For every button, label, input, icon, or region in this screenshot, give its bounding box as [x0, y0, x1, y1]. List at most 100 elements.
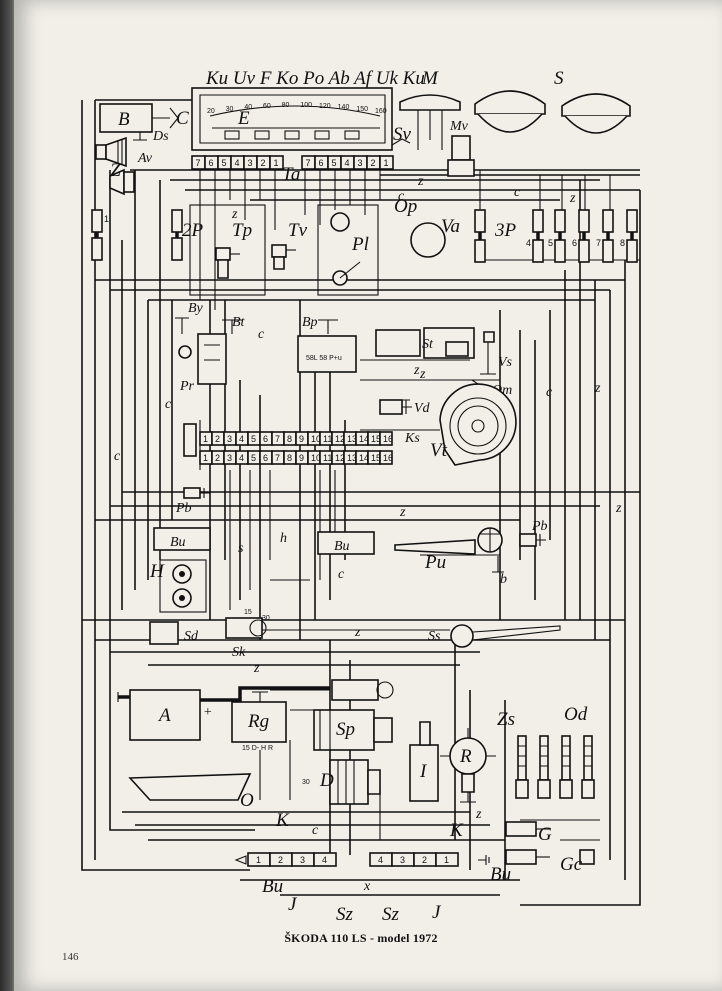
- terminal-number: 14: [359, 434, 369, 444]
- lamp-number: 5: [548, 238, 553, 248]
- gauge-tick-label: 60: [263, 103, 271, 110]
- label-Av: Av: [137, 151, 153, 166]
- gauge-tick-label: 30: [226, 106, 234, 113]
- component-Bu-mid-right: Bu: [317, 531, 375, 555]
- component-S-headlights: S: [474, 68, 631, 134]
- svg-text:z: z: [615, 501, 622, 516]
- svg-text:30: 30: [302, 779, 310, 786]
- component-Vd: Vd: [379, 399, 431, 416]
- terminal-number: 1: [203, 453, 208, 463]
- gauge-tick-label: 160: [375, 108, 387, 115]
- terminal-number: 16: [383, 453, 393, 463]
- svg-text:H: H: [149, 561, 165, 582]
- spark-plug-base: [515, 779, 529, 799]
- lamp-socket: [532, 239, 544, 263]
- lamp-1-left: 1: [91, 209, 109, 261]
- svg-text:1: 1: [104, 214, 109, 224]
- terminal-number: 4: [378, 855, 383, 865]
- terminal-number: 1: [384, 158, 389, 168]
- label-K-right: K: [449, 820, 464, 841]
- spark-plugs: [515, 735, 595, 799]
- book-spine-shadow: [0, 0, 16, 991]
- label-K-left: K: [275, 810, 290, 831]
- terminal-number: 3: [300, 855, 305, 865]
- svg-text:Ks: Ks: [404, 431, 420, 446]
- terminal-cell: [269, 155, 284, 170]
- lamp-socket: [578, 239, 590, 263]
- terminal-number: 13: [347, 434, 357, 444]
- svg-text:c: c: [338, 567, 345, 582]
- svg-text:z: z: [475, 807, 482, 822]
- gauge-tick-label: 140: [338, 104, 350, 111]
- svg-text:x: x: [363, 879, 371, 894]
- terminal-number: 14: [359, 453, 369, 463]
- terminal-number: 7: [306, 158, 311, 168]
- svg-text:c: c: [165, 397, 172, 412]
- terminal-number: 15: [371, 434, 381, 444]
- lamp-socket: [626, 239, 638, 263]
- component-H: H: [149, 559, 207, 613]
- svg-text:+: +: [203, 705, 212, 720]
- spark-plug-ribs: [518, 745, 526, 767]
- label-O: O: [240, 790, 254, 811]
- label-Sv: Sv: [393, 124, 412, 145]
- svg-text:z: z: [569, 191, 576, 206]
- svg-text:s: s: [238, 541, 244, 556]
- svg-text:30: 30: [262, 615, 270, 622]
- gauge-tick-label: 40: [244, 104, 252, 111]
- component-R: R: [440, 728, 496, 803]
- terminal-cell: [313, 852, 337, 867]
- label-Ds: Ds: [152, 129, 169, 144]
- svg-text:c: c: [546, 385, 553, 400]
- spark-plug: [517, 735, 527, 781]
- terminal-number: 1: [256, 855, 261, 865]
- svg-text:z: z: [231, 207, 238, 222]
- lamp-socket: [474, 239, 486, 263]
- component-Sd: Sd: [149, 621, 199, 645]
- terminal-number: 7: [275, 434, 280, 444]
- terminal-number: 12: [335, 453, 345, 463]
- terminal-number: 2: [278, 855, 283, 865]
- svg-text:Bp: Bp: [302, 315, 318, 330]
- terminal-number: 4: [345, 158, 350, 168]
- svg-text:Rg: Rg: [247, 711, 269, 732]
- svg-text:Pr: Pr: [179, 379, 195, 394]
- svg-text:Va: Va: [441, 216, 460, 237]
- label-J-right: J: [432, 902, 442, 923]
- svg-text:15: 15: [244, 609, 252, 616]
- terminal-cell: [379, 155, 394, 170]
- sensor-Tv: Tv: [271, 220, 308, 270]
- terminal-number: 11: [323, 453, 332, 463]
- starter-motor: [331, 679, 394, 701]
- lamp-number: 4: [526, 238, 531, 248]
- component-Bp: 58L 58 P+u Bp: [297, 315, 357, 373]
- svg-text:A: A: [157, 705, 171, 726]
- label-Op: Op: [394, 196, 417, 217]
- component-Mv: Mv: [447, 119, 475, 177]
- svg-text:c: c: [398, 189, 405, 204]
- component-Vt-fan: Vt: [430, 383, 517, 466]
- spark-plug: [539, 735, 549, 781]
- component-Bu-mid-left: Bu: [153, 527, 211, 551]
- gauge-tick-label: 20: [207, 108, 215, 115]
- spark-plug-ribs: [562, 745, 570, 767]
- terminal-cell: [379, 450, 393, 465]
- svg-text:St: St: [422, 337, 434, 352]
- terminal-number: 5: [222, 158, 227, 168]
- label-Ta: Ta: [282, 164, 300, 185]
- component-Rg: Rg 15 D- H R: [231, 691, 287, 752]
- lamp-socket: [626, 209, 638, 233]
- terminal-number: 6: [209, 158, 214, 168]
- component-Pu: Pu: [394, 539, 476, 573]
- terminal-cell: [435, 852, 459, 867]
- svg-text:G: G: [538, 824, 552, 845]
- terminal-number: 15: [371, 453, 381, 463]
- spark-plug-base: [537, 779, 551, 799]
- svg-text:Pu: Pu: [424, 552, 446, 573]
- svg-text:Vs: Vs: [498, 355, 513, 370]
- terminal-number: 2: [261, 158, 266, 168]
